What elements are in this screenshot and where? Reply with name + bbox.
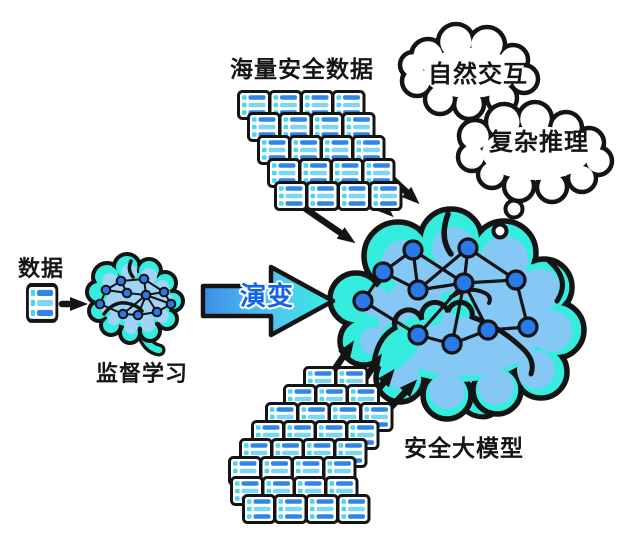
black-arrow-icon <box>296 201 356 244</box>
small-brain-network-icon <box>85 252 185 357</box>
server-icon <box>368 181 403 211</box>
evolution-arrow-label: 演变 <box>239 281 294 311</box>
server-icon <box>273 494 308 524</box>
thought-trail-bubbles <box>491 198 525 240</box>
server-stack-icon <box>25 282 59 323</box>
server-icon <box>337 181 371 211</box>
massive-security-data-label: 海量安全数据 <box>230 56 374 82</box>
server-icon <box>274 181 308 211</box>
thought-cloud-icon <box>455 99 615 205</box>
gradient-right-arrow-icon <box>200 264 336 338</box>
server-icon <box>336 494 371 524</box>
complex-reasoning-bubble-label: 复杂推理 <box>489 129 589 156</box>
server-icon <box>305 181 340 211</box>
security-large-model-label: 安全大模型 <box>404 435 524 461</box>
data-label: 数据 <box>17 256 64 281</box>
server-stack-cluster-bottom <box>228 366 394 524</box>
left-data-group <box>25 282 88 323</box>
thought-cloud-icon <box>397 21 541 122</box>
supervised-learning-label: 监督学习 <box>95 361 188 386</box>
natural-interaction-bubble-label: 自然交互 <box>428 61 528 88</box>
server-stack-cluster-top <box>237 90 403 211</box>
large-brain-network-icon <box>327 206 587 422</box>
server-icon <box>242 494 276 524</box>
server-icon <box>305 494 339 524</box>
